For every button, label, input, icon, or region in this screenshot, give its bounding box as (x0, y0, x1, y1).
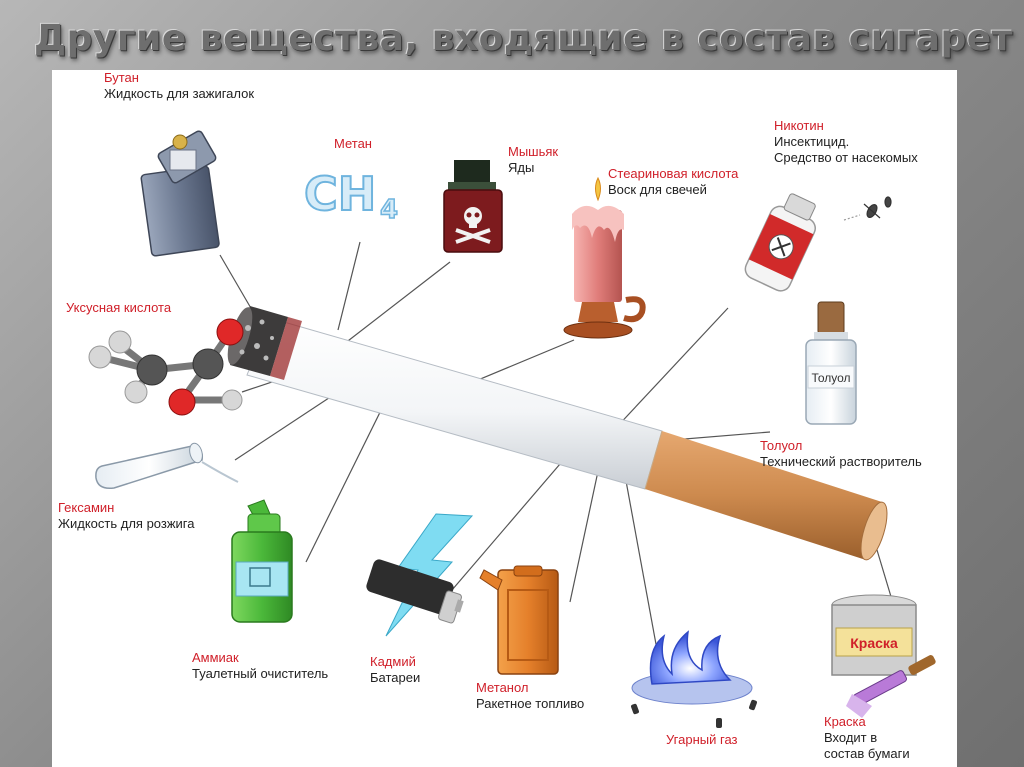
label-nicotine-desc-1: Инсектицид. (774, 134, 850, 149)
svg-text:4: 4 (380, 195, 398, 225)
gas-flame-icon (631, 630, 757, 728)
label-methane: Метан (334, 136, 372, 152)
paint-can-label: Краска (850, 635, 898, 651)
candle-icon (563, 176, 646, 339)
molecule-icon (88, 318, 244, 416)
label-arsenic-desc: Яды (508, 160, 535, 175)
paint-can-icon: Краска (831, 594, 936, 718)
label-toluene: Толуол Технический растворитель (760, 438, 922, 470)
cleaner-bottle-icon (231, 499, 293, 623)
label-paint: Краска Входит в состав бумаги (824, 714, 910, 762)
cigarette-icon (227, 306, 888, 561)
label-butane: Бутан Жидкость для зажигалок (104, 70, 254, 102)
fuel-canister-icon (479, 565, 559, 675)
label-nicotine-name: Никотин (774, 118, 824, 133)
label-hexamine-name: Гексамин (58, 500, 115, 515)
label-butane-desc: Жидкость для зажигалок (104, 86, 255, 101)
label-methanol-name: Метанол (476, 680, 529, 695)
label-arsenic-name: Мышьяк (508, 144, 559, 159)
label-arsenic: Мышьяк Яды (508, 144, 558, 176)
label-methanol-desc: Ракетное топливо (476, 696, 585, 711)
insect-icon (843, 196, 892, 221)
label-toluene-name: Толуол (760, 438, 803, 453)
label-hexamine-desc: Жидкость для розжига (58, 516, 195, 531)
toluene-bottle-label: Толуол (811, 371, 850, 385)
label-methane-name: Метан (334, 136, 372, 151)
battery-icon (366, 513, 474, 637)
label-co: Угарный газ (666, 732, 738, 748)
label-stearic-name: Стеариновая кислота (608, 166, 739, 181)
label-stearic-desc: Воск для свечей (608, 182, 707, 197)
label-paint-name: Краска (824, 714, 866, 729)
label-cadmium: Кадмий Батареи (370, 654, 420, 686)
label-stearic: Стеариновая кислота Воск для свечей (608, 166, 738, 198)
slide-title: Другие вещества, входящие в состав сигар… (34, 18, 1013, 59)
methane-formula-icon: CH 4 (303, 166, 399, 226)
svg-text:CH: CH (304, 167, 376, 221)
label-cadmium-desc: Батареи (370, 670, 421, 685)
label-ammonia-name: Аммиак (192, 650, 239, 665)
label-methanol: Метанол Ракетное топливо (476, 680, 584, 712)
label-acetic: Уксусная кислота (66, 300, 171, 316)
label-paint-desc-2: состав бумаги (824, 746, 910, 761)
poison-bottle-icon (443, 160, 503, 253)
diagram-panel: CH 4 (52, 70, 957, 767)
diagram-svg: CH 4 (88, 130, 936, 728)
label-paint-desc-1: Входит в (824, 730, 878, 745)
lighter-icon (140, 130, 220, 257)
label-ammonia-desc: Туалетный очиститель (192, 666, 329, 681)
insecticide-spray-icon (744, 193, 817, 292)
label-co-name: Угарный газ (666, 732, 738, 747)
label-acetic-name: Уксусная кислота (66, 300, 172, 315)
label-cadmium-name: Кадмий (370, 654, 416, 669)
label-ammonia: Аммиак Туалетный очиститель (192, 650, 328, 682)
label-hexamine: Гексамин Жидкость для розжига (58, 500, 195, 532)
label-nicotine-desc-2: Средство от насекомых (774, 150, 918, 165)
label-nicotine: Никотин Инсектицид. Средство от насекомы… (774, 118, 918, 166)
label-butane-name: Бутан (104, 70, 139, 85)
label-toluene-desc: Технический растворитель (760, 454, 922, 469)
toluene-bottle-icon: Толуол (805, 301, 857, 425)
test-tube-icon (95, 442, 239, 490)
